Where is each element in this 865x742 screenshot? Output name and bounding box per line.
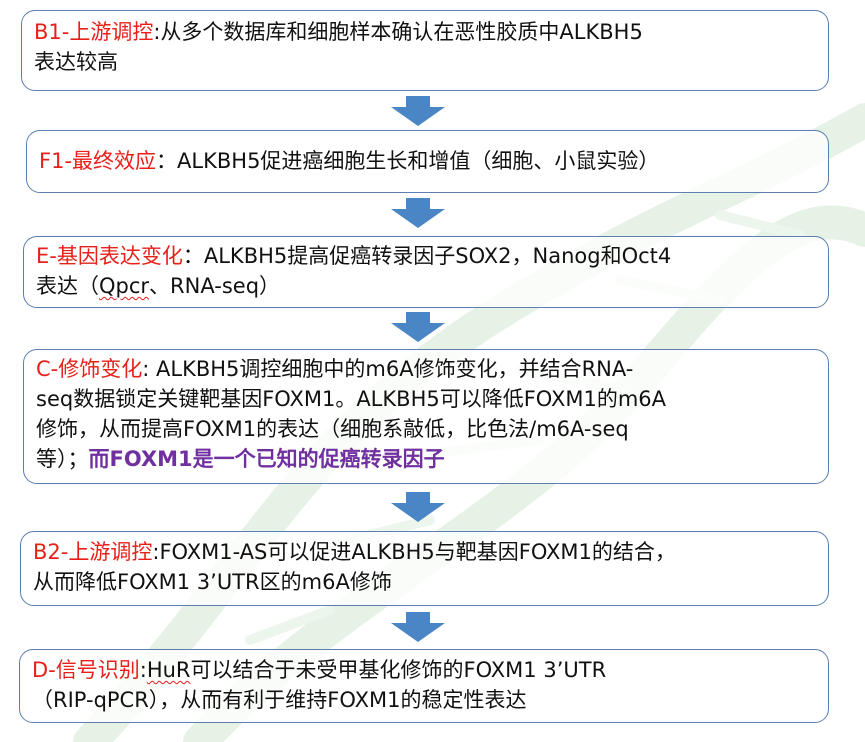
down-arrow-icon: [391, 96, 445, 126]
step-box-f1: F1-最终效应：ALKBH5促进癌细胞生长和增值（细胞、小鼠实验）: [26, 130, 829, 193]
label-separator: :: [139, 658, 147, 682]
step-box-b1: B1-上游调控:从多个数据库和细胞样本确认在恶性胶质中ALKBH5 表达较高: [21, 10, 829, 91]
step-box-c-line-3: 修饰，从而提高FOXM1的表达（细胞系敲低，比色法/m6A-seq: [36, 417, 629, 441]
step-text: ALKBH5提高促癌转录因子SOX2，Nanog和Oct4: [203, 244, 672, 268]
step-label: C-修饰变化: [36, 357, 143, 381]
step-box-e-line-2: 表达（Qpcr、RNA-seq）: [36, 274, 281, 298]
spellcheck-underlined-word: Qpcr: [99, 274, 150, 298]
label-separator: ：: [182, 244, 204, 268]
step-box-b1-line-1: B1-上游调控:从多个数据库和细胞样本确认在恶性胶质中ALKBH5: [34, 17, 816, 47]
step-text: 从多个数据库和细胞样本确认在恶性胶质中ALKBH5: [160, 20, 643, 44]
step-text: 可以结合于未受甲基化修饰的FOXM1 3’UTR: [190, 658, 607, 682]
step-box-b2: B2-上游调控:FOXM1-AS可以促进ALKBH5与靶基因FOXM1的结合， …: [20, 531, 829, 606]
down-arrow-icon: [391, 312, 445, 342]
label-separator: ：: [156, 149, 178, 173]
step-text: FOXM1-AS可以促进ALKBH5与靶基因FOXM1的结合，: [159, 540, 676, 564]
step-box-b1-line-2: 表达较高: [34, 50, 118, 74]
step-label: F1-最终效应: [39, 149, 157, 173]
step-text: ALKBH5促进癌细胞生长和增值（细胞、小鼠实验）: [177, 149, 660, 173]
down-arrow-icon: [391, 492, 445, 522]
step-box-c-line-4: 等）；而FOXM1是一个已知的促癌转录因子: [36, 447, 445, 471]
step-label: D-信号识别: [32, 658, 140, 682]
step-label: B2-上游调控: [33, 540, 153, 564]
step-box-e: E-基因表达变化：ALKBH5提高促癌转录因子SOX2，Nanog和Oct4 表…: [23, 236, 829, 308]
step-box-d-line-1: D-信号识别:HuR可以结合于未受甲基化修饰的FOXM1 3’UTR: [32, 655, 816, 685]
down-arrow-icon: [391, 612, 445, 642]
down-arrow-icon: [391, 198, 445, 228]
step-label: E-基因表达变化: [36, 244, 183, 268]
step-box-c-line-2: seq数据锁定关键靶基因FOXM1。ALKBH5可以降低FOXM1的m6A: [36, 387, 667, 411]
step-box-e-line-1: E-基因表达变化：ALKBH5提高促癌转录因子SOX2，Nanog和Oct4: [36, 241, 816, 271]
step-box-d: D-信号识别:HuR可以结合于未受甲基化修饰的FOXM1 3’UTR （RIP-…: [19, 649, 829, 723]
label-separator: :: [142, 357, 150, 381]
step-box-c: C-修饰变化: ALKBH5调控细胞中的m6A修饰变化，并结合RNA- seq数…: [23, 349, 829, 484]
step-box-b2-line-2: 从而降低FOXM1 3’UTR区的m6A修饰: [33, 570, 392, 594]
step-label: B1-上游调控: [34, 20, 154, 44]
step-text: ALKBH5调控细胞中的m6A修饰变化，并结合RNA-: [149, 357, 634, 381]
spellcheck-underlined-word: HuR: [146, 658, 191, 682]
step-box-d-line-2: （RIP-qPCR），从而有利于维持FOXM1的稳定性表达: [32, 688, 527, 712]
label-separator: :: [153, 20, 161, 44]
step-box-f1-line-1: F1-最终效应：ALKBH5促进癌细胞生长和增值（细胞、小鼠实验）: [39, 146, 816, 176]
label-separator: :: [152, 540, 160, 564]
emphasis-text: 而FOXM1是一个已知的促癌转录因子: [88, 447, 445, 471]
step-box-c-line-1: C-修饰变化: ALKBH5调控细胞中的m6A修饰变化，并结合RNA-: [36, 354, 816, 384]
step-box-b2-line-1: B2-上游调控:FOXM1-AS可以促进ALKBH5与靶基因FOXM1的结合，: [33, 537, 816, 567]
